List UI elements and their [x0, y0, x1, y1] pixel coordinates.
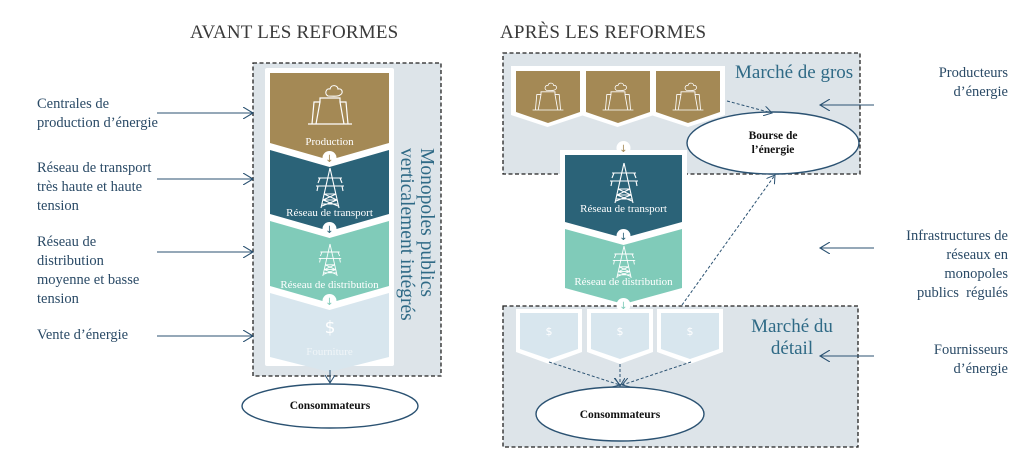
down-arrow-icon: ↓ — [619, 232, 627, 243]
producer-block — [656, 71, 720, 123]
transport-block — [270, 150, 389, 231]
producer-block — [516, 71, 580, 123]
label-distribution-network: Réseau de distribution moyenne et basse … — [37, 234, 140, 307]
distribution-label: Réseau de distribution — [280, 279, 379, 291]
heading-after: APRÈS LES REFORMES — [500, 22, 707, 43]
arrow-supplier-to-consumers — [622, 361, 692, 385]
supplier-block — [591, 313, 649, 359]
energy-exchange-oval — [686, 111, 860, 175]
production-block — [270, 73, 389, 160]
dollar-icon: $ — [687, 325, 694, 338]
dollar-icon: $ — [546, 325, 553, 338]
supplier-chevrons: $ $ $ — [516, 309, 723, 364]
transport-label-after: Réseau de transport — [580, 203, 667, 215]
arrow-suppliers-to-exchange — [681, 175, 775, 306]
transport-label: Réseau de transport — [286, 207, 373, 219]
distribution-block — [270, 221, 389, 303]
consumers-oval-before — [241, 383, 419, 429]
retail-line1: Marché du — [751, 316, 833, 337]
exchange-line2: l’énergie — [751, 144, 795, 156]
supplier-block — [520, 313, 578, 359]
production-label: Production — [305, 136, 354, 148]
label-transport-network: Réseau de transport très haute et haute … — [37, 160, 152, 214]
consumers-label-before: Consommateurs — [289, 400, 371, 412]
label-production-plants: Centrales de production d’énergie — [37, 96, 158, 131]
label-energy-suppliers: Fournisseurs d’énergie — [933, 342, 1008, 377]
down-arrow-icon: ↓ — [619, 301, 627, 312]
heading-before: AVANT LES REFORMES — [190, 22, 399, 43]
consumers-label-after: Consommateurs — [579, 409, 661, 421]
dollar-icon: $ — [325, 318, 336, 338]
label-energy-sales: Vente d’énergie — [37, 327, 129, 343]
down-arrow-icon: ↓ — [619, 144, 627, 155]
consumers-oval-after — [535, 386, 705, 442]
producer-chevrons — [511, 66, 725, 127]
energy-exchange-label: Bourse de l’énergie — [700, 129, 846, 157]
arrow-producers-to-exchange — [726, 100, 772, 113]
wholesale-market-label: Marché de gros — [735, 62, 854, 83]
arrow-supplier-to-consumers — [548, 361, 620, 385]
supply-label: Fourniture — [306, 346, 353, 358]
vertical-label-line1: Monopoles publics — [416, 148, 437, 297]
distribution-label-after: Réseau de distribution — [574, 276, 673, 288]
label-energy-producers: Producteurs d’énergie — [938, 65, 1008, 100]
vertical-label-line2: verticalement intégrés — [396, 148, 417, 321]
transport-block-after — [565, 155, 682, 238]
supply-block — [270, 293, 389, 372]
down-arrow-icon: ↓ — [325, 297, 333, 308]
producer-block — [586, 71, 650, 123]
down-arrow-icon: ↓ — [325, 154, 333, 165]
retail-line2: détail — [770, 338, 814, 359]
exchange-line1: Bourse de — [748, 130, 798, 142]
label-network-infrastructure: Infrastructures de réseaux en monopoles … — [906, 228, 1008, 301]
down-arrow-icon: ↓ — [325, 225, 333, 236]
supplier-block — [661, 313, 719, 359]
dollar-icon: $ — [617, 325, 624, 338]
